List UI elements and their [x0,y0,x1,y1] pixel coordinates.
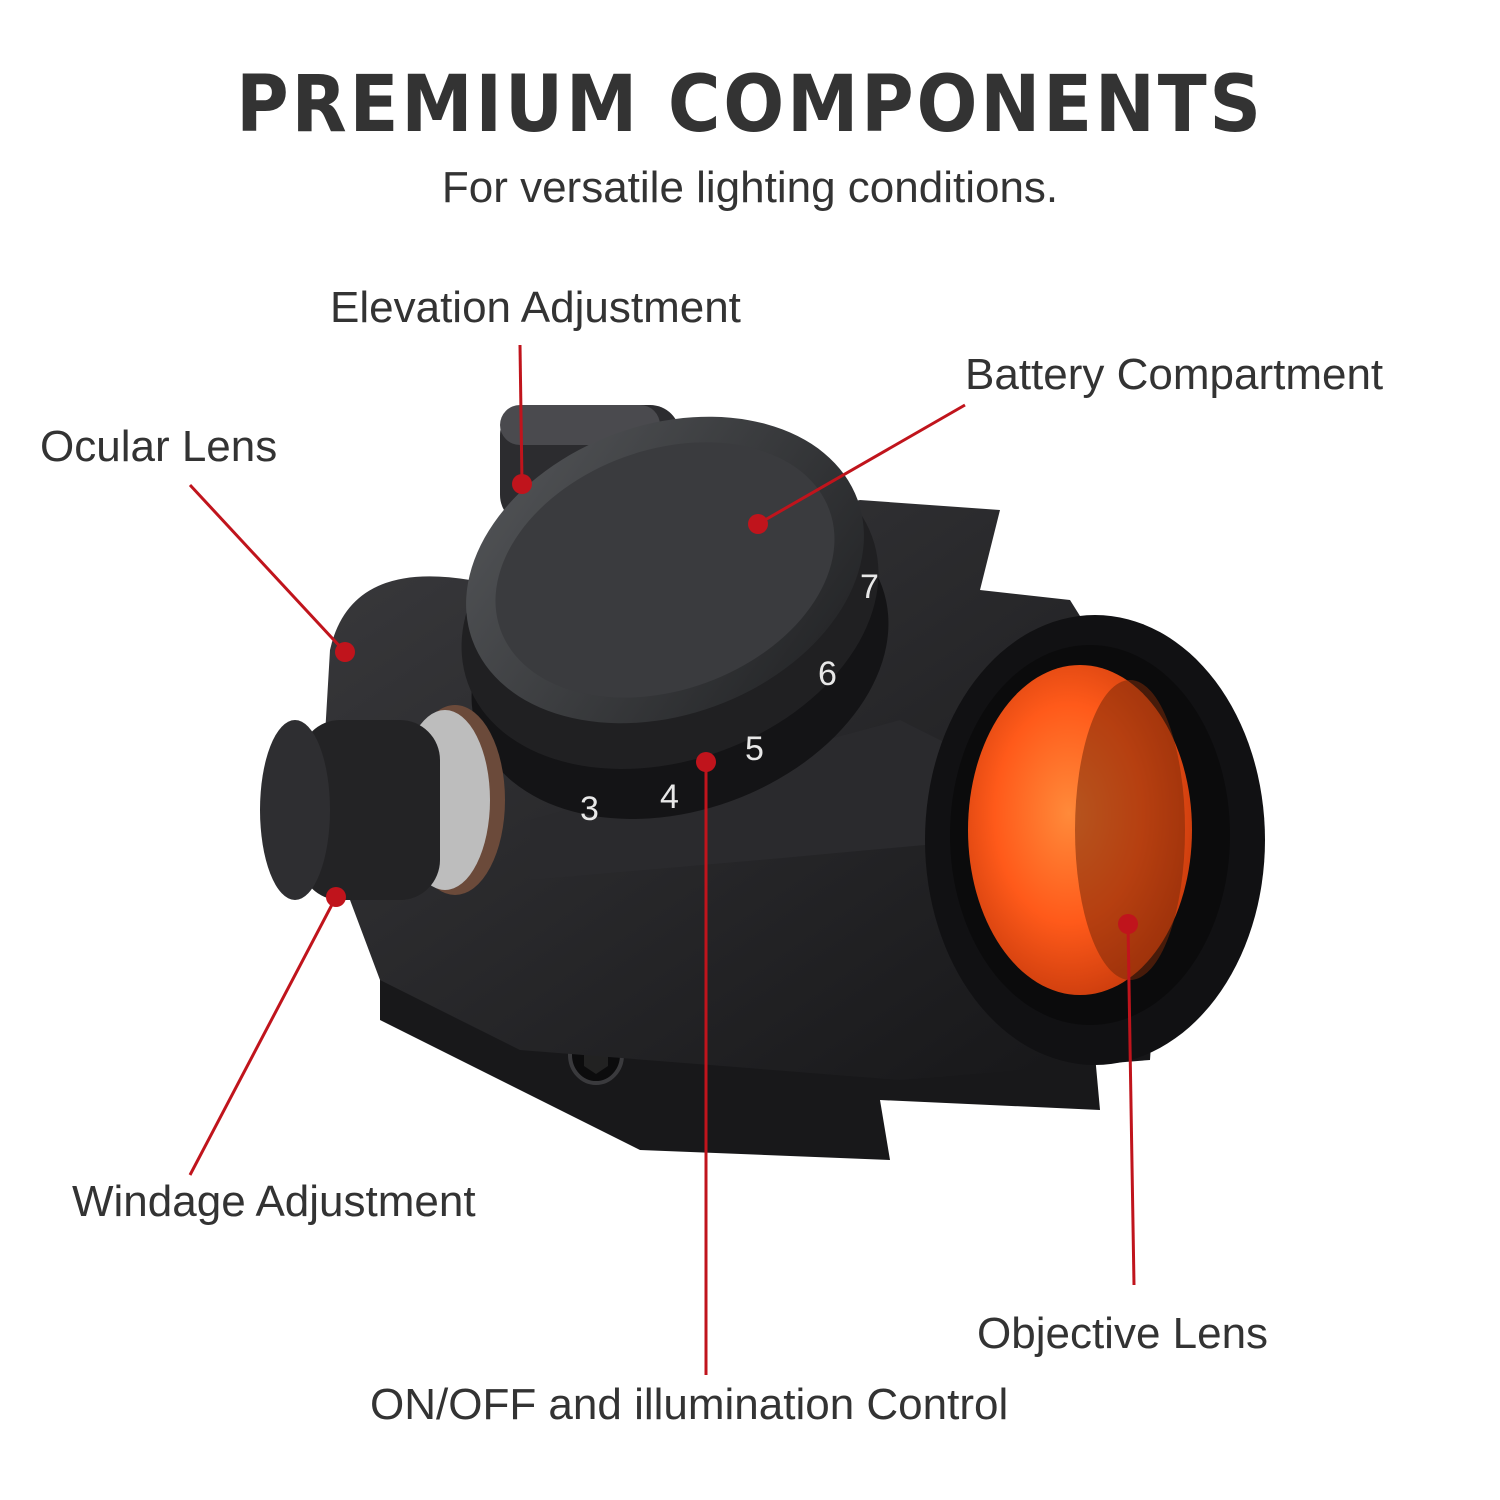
callout-dot-objective [1118,914,1138,934]
label-battery-compartment: Battery Compartment [965,350,1384,399]
label-elevation-adjustment: Elevation Adjustment [330,283,741,332]
dial-number-3: 3 [580,790,599,828]
label-ocular-lens: Ocular Lens [40,422,278,471]
objective-lens [925,615,1265,1065]
label-onoff-illumination-control: ON/OFF and illumination Control [370,1380,1009,1429]
dial-number-7: 7 [860,568,879,606]
page-title: PREMIUM COMPONENTS [236,60,1264,150]
dial-numbers: 3 4 5 6 7 [580,568,879,828]
dial-number-5: 5 [745,730,764,768]
dial-number-6: 6 [818,655,837,693]
callout-dots [326,474,1138,934]
windage-knob [260,705,505,900]
label-windage-adjustment: Windage Adjustment [72,1177,476,1226]
callout-dot-elevation [512,474,532,494]
callout-dot-windage [326,887,346,907]
callout-dot-onoff [696,752,716,772]
callout-lines [188,344,1136,1375]
dial-number-4: 4 [660,778,679,816]
battery-cap [466,416,864,724]
label-objective-lens: Objective Lens [977,1309,1269,1358]
callout-dot-ocular [335,642,355,662]
page-subtitle: For versatile lighting conditions. [441,163,1059,212]
callout-dot-battery [748,514,768,534]
